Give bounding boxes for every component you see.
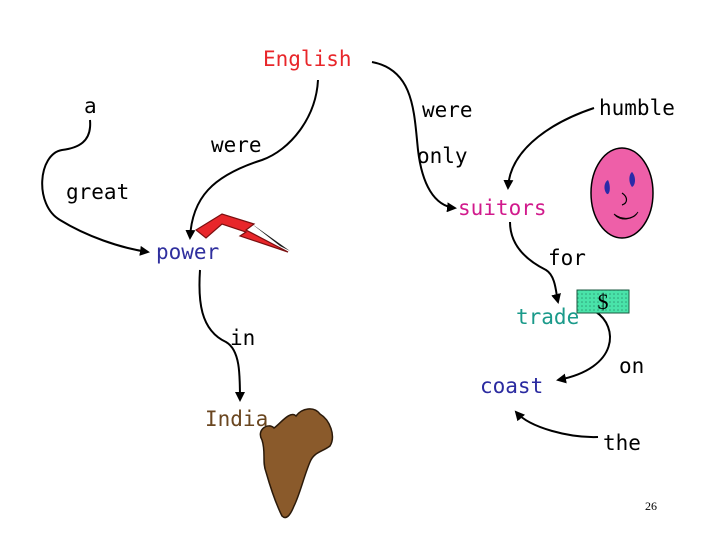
slide-number: 26 bbox=[645, 499, 657, 513]
india-map-icon bbox=[259, 408, 334, 519]
arrow-suitors-to-trade bbox=[509, 221, 561, 304]
word-great: great bbox=[66, 180, 130, 204]
face-icon bbox=[590, 147, 654, 239]
word-suitors: suitors bbox=[458, 196, 547, 220]
lightning-bolt-icon bbox=[194, 213, 290, 253]
arrow-english-to-suitors bbox=[371, 61, 457, 213]
word-only: only bbox=[417, 144, 468, 168]
arrow-english-to-power bbox=[185, 79, 319, 240]
dollar-icon: $ bbox=[577, 290, 629, 313]
word-india: India bbox=[205, 407, 269, 431]
arrow-a-to-power bbox=[41, 119, 150, 256]
word-power: power bbox=[156, 240, 220, 264]
arrow-power-to-india bbox=[198, 269, 245, 402]
dollar-sign: $ bbox=[597, 289, 609, 314]
arrow-trade-to-coast bbox=[556, 311, 611, 384]
word-english: English bbox=[263, 47, 352, 71]
word-for: for bbox=[548, 246, 586, 270]
word-humble: humble bbox=[599, 96, 675, 120]
word-a: a bbox=[84, 94, 97, 118]
word-on: on bbox=[619, 354, 645, 378]
arrow-the-to-coast bbox=[514, 410, 599, 439]
word-coast: coast bbox=[480, 374, 544, 398]
word-were-left: were bbox=[211, 133, 262, 157]
word-in: in bbox=[230, 326, 256, 350]
word-were-right: were bbox=[422, 98, 473, 122]
arrow-humble-to-suitors bbox=[503, 107, 595, 190]
word-the: the bbox=[603, 431, 641, 455]
word-trade: trade bbox=[516, 305, 580, 329]
